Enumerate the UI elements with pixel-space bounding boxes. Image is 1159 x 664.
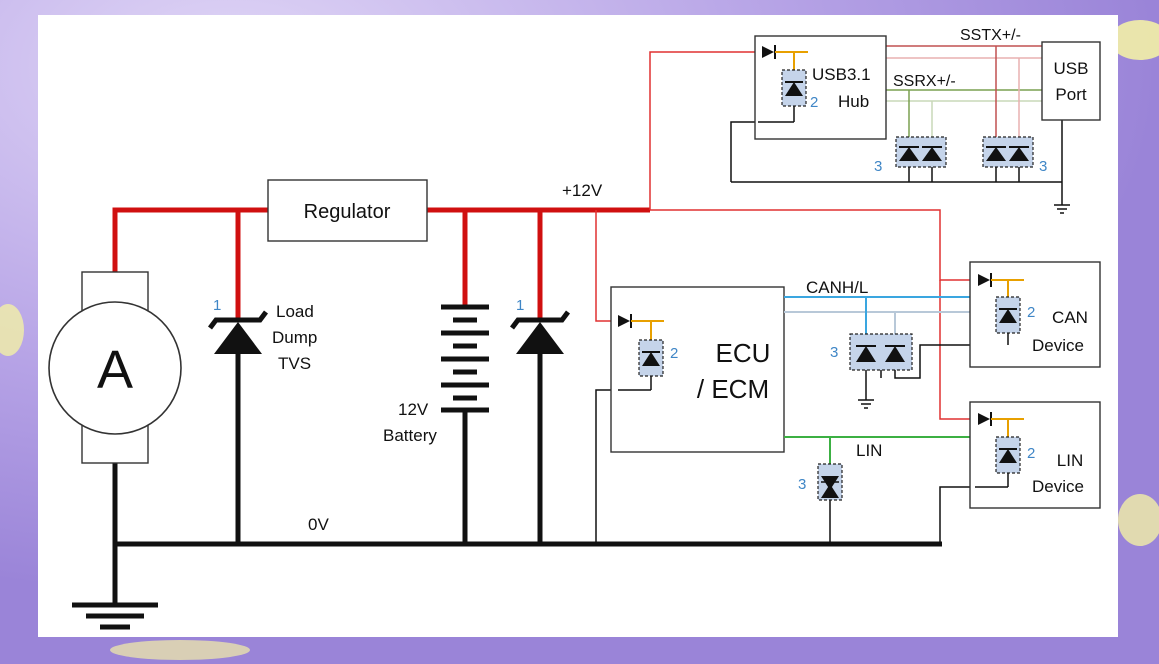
svg-text:1: 1: [213, 297, 221, 314]
svg-text:3: 3: [1039, 158, 1047, 175]
svg-text:1: 1: [516, 297, 524, 314]
usb-hub-label-1: USB3.1: [812, 65, 871, 84]
regulator: Regulator: [267, 179, 428, 242]
battery: [441, 304, 489, 413]
supply-wires: [112, 51, 975, 420]
svg-text:3: 3: [798, 476, 806, 493]
can-device-label-1: CAN: [1052, 308, 1088, 327]
ssrx-net-label: SSRX+/-: [893, 73, 956, 90]
svg-text:3: 3: [830, 344, 838, 361]
svg-text:2: 2: [1027, 304, 1035, 321]
alternator-letter: A: [97, 340, 133, 400]
usb-section: SSTX+/- SSRX+/- 3: [730, 27, 1101, 214]
ground-wires: [112, 354, 975, 605]
svg-text:3: 3: [874, 158, 882, 175]
ecu-label-1: ECU: [716, 338, 771, 368]
usb-port-label-2: Port: [1055, 85, 1086, 104]
ground-symbol-main: [72, 602, 158, 630]
can-bus: CANH/L 3: [784, 278, 996, 409]
battery-label-1: 12V: [398, 400, 429, 419]
lin-device: 2 LIN Device: [969, 401, 1101, 509]
load-dump-label-1: Load: [276, 302, 314, 321]
lin-device-label-1: LIN: [1057, 451, 1083, 470]
ecu-label-2: / ECM: [697, 374, 769, 404]
ground-symbol-can: [858, 399, 874, 409]
alternator: A: [48, 271, 182, 464]
diagram-panel: [38, 15, 1118, 637]
can-net-label: CANH/L: [806, 278, 868, 297]
load-dump-label-2: Dump: [272, 328, 317, 347]
usb-port-label-1: USB: [1054, 59, 1089, 78]
lin-bus: LIN 3: [784, 436, 975, 501]
tvs-diode-icon: [516, 322, 564, 354]
tvs-diode-icon: [214, 322, 262, 354]
usb-port-box: [1041, 41, 1101, 121]
ecu: 2 ECU / ECM: [610, 286, 785, 453]
svg-text:2: 2: [810, 94, 818, 111]
usb-hub-label-2: Hub: [838, 92, 869, 111]
svg-text:2: 2: [1027, 445, 1035, 462]
load-dump-tvs: 1 Load Dump TVS: [208, 297, 317, 373]
load-dump-label-3: TVS: [278, 354, 311, 373]
diode-icon: [618, 315, 630, 327]
supply-net-label: +12V: [562, 181, 603, 200]
ground-net-label: 0V: [308, 515, 329, 534]
lin-net-label: LIN: [856, 441, 882, 460]
alternator-motor-icon: [48, 301, 182, 435]
can-device: 2 CAN Device: [969, 261, 1101, 368]
battery-label-2: Battery: [383, 426, 437, 445]
can-device-label-2: Device: [1032, 336, 1084, 355]
sstx-net-label: SSTX+/-: [960, 27, 1021, 44]
regulator-label: Regulator: [304, 201, 391, 223]
ground-symbol-usb: [1054, 204, 1070, 214]
supply-tvs: 1: [510, 297, 570, 354]
svg-text:2: 2: [670, 345, 678, 362]
lin-device-label-2: Device: [1032, 477, 1084, 496]
